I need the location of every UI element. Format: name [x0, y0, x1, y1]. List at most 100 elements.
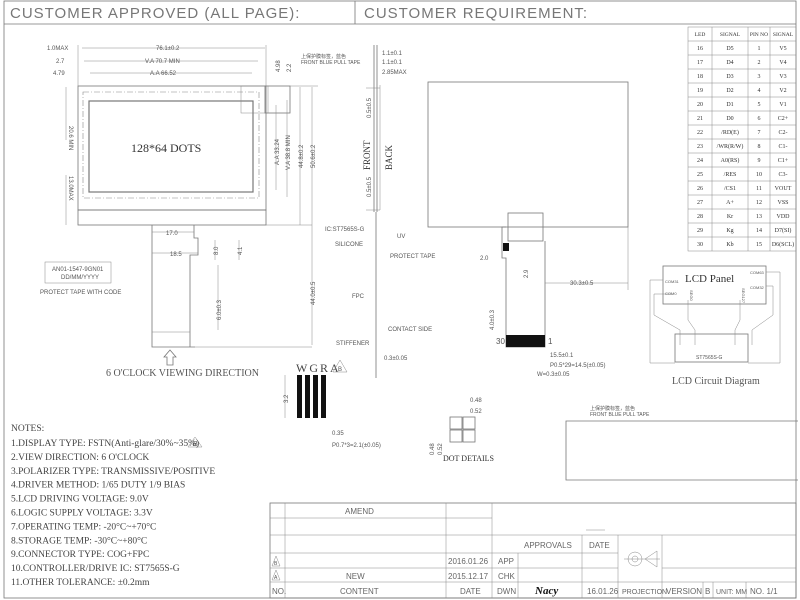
fpc-contacts: [506, 335, 545, 347]
pull-tape-view-cn: 上保护膜标签，蓝色: [590, 405, 635, 412]
dim-2-85: 2.85MAX: [382, 70, 407, 76]
note-item: 5.LCD DRIVING VOLTAGE: 9.0V: [11, 495, 149, 505]
dim-1-1b: 1.1±0.1: [382, 60, 403, 66]
note-item: 2.VIEW DIRECTION: 6 O'CLOCK: [11, 453, 149, 463]
dim-50-6: 50.6±0.2: [311, 144, 317, 168]
pin-table-cell: 24: [697, 158, 703, 164]
unit-label: UNIT: MM: [716, 589, 747, 596]
dim-30-3: 30.3±0.5: [570, 281, 594, 287]
pin-table-cell: 10: [756, 172, 762, 178]
back-label: BACK: [384, 144, 394, 170]
wgra-marking: WGRA B 3.2 0.35 P0.7*3=2.1(±0.05): [284, 359, 381, 449]
note-item: 8.STORAGE TEMP: -30°C~+80°C: [11, 535, 147, 546]
viewing-direction-arrow-icon: [163, 349, 177, 366]
pin-table-cell: /CS1: [724, 186, 736, 192]
note-item: 9.CONNECTOR TYPE: COG+FPC: [11, 550, 149, 560]
pin-table-cell: 28: [697, 214, 703, 220]
dim-2-7: 2.7: [56, 59, 65, 65]
pin-table-cell: VSS: [777, 200, 788, 206]
pin-table-cell: 22: [697, 130, 703, 136]
pin-table-cell: D1: [726, 102, 733, 108]
customer-approved-label: CUSTOMER APPROVED (ALL PAGE):: [10, 5, 300, 22]
dot-d052: 0.52: [470, 409, 482, 415]
notes-title: NOTES:: [11, 424, 44, 434]
pin-table-header: PIN NO: [750, 32, 768, 38]
seg127-label: SEG127: [741, 288, 746, 304]
dot-details: 0.48 0.52 0.48 0.52 DOT DETAILS: [430, 398, 494, 463]
rev-a-date: 2015.12.17: [448, 572, 489, 581]
pin-table-cell: C2+: [778, 116, 789, 122]
pin-table-cell: D6(SCL): [772, 241, 794, 248]
pin-table-cell: 2: [758, 60, 761, 66]
back-view: 2.0 2.9 30.3±0.5 4.0±0.3 30 1 15.5±0.1 P…: [427, 81, 629, 378]
wgra-dim-3-2: 3.2: [284, 394, 290, 403]
pin-table-cell: D5: [726, 46, 733, 52]
dim-0-5b: 0.5±0.5: [367, 176, 373, 197]
notes-rev-mark: B: [193, 441, 198, 448]
dim-aa-height: A.A 33.24: [275, 138, 281, 165]
contact-side-label: CONTACT SIDE: [388, 327, 432, 333]
pin-table-cell: D4: [726, 60, 733, 66]
pin-table-cell: 17: [697, 60, 703, 66]
lcd-panel-label: LCD Panel: [685, 273, 734, 285]
title-block: B A AMEND APPROVALS DATE 2016.01.26 NEW …: [269, 502, 797, 599]
pin-table-header: LED: [695, 32, 706, 38]
drawn-by-signature: Nacy: [534, 585, 558, 597]
circuit-caption: LCD Circuit Diagram: [672, 376, 760, 387]
pin-table-cell: /RES: [724, 172, 737, 178]
wgra-dim-0-35: 0.35: [332, 431, 344, 437]
version-label: VERSION: [666, 587, 702, 596]
note-item: 6.LOGIC SUPPLY VOLTAGE: 3.3V: [11, 509, 153, 519]
version-value: B: [705, 587, 710, 596]
dim-20-6: 20.6 MIN: [67, 126, 73, 150]
pin-table-cell: Kb: [726, 242, 733, 248]
revision-triangle-icon: [187, 436, 203, 448]
pin-table-cell: 25: [697, 172, 703, 178]
pin-table-header: SIGNAL: [720, 32, 741, 38]
pin-table-cell: 8: [758, 144, 761, 150]
pin-table-cell: A0(RS): [721, 157, 740, 164]
pull-tape-label: FRONT BLUE PULL TAPE: [301, 60, 361, 66]
note-item: 11.OTHER TOLERANCE: ±0.2mm: [11, 578, 150, 588]
pin-1-label: 1: [548, 337, 553, 346]
dim-18-5: 18.5: [170, 252, 182, 258]
rev-b-triangle-icon: [271, 555, 281, 567]
lcd-circuit-diagram: LCD Panel COM31 COM0 COM63 COM32 SEG0 SE…: [649, 265, 781, 387]
ic-hatch: [507, 212, 544, 242]
pin-table-cell: /WR(R/W): [717, 143, 744, 150]
dim-17: 17.0: [166, 231, 178, 237]
rev-a-mark: A: [274, 575, 278, 581]
pin-table-cell: 23: [697, 144, 703, 150]
protect-tape-label: PROTECT TAPE: [390, 254, 435, 260]
pin-table-cell: 21: [697, 116, 703, 122]
com32-label: COM32: [750, 285, 765, 290]
uv-label: UV: [397, 234, 405, 240]
pin-table-cell: V1: [779, 102, 786, 108]
dim-aa-width: A.A 66.52: [150, 71, 177, 77]
pin-table-cell: 5: [758, 102, 761, 108]
dim-13max: 13.0MAX: [67, 176, 73, 201]
pin-table-cell: V2: [779, 88, 786, 94]
back-outline: [427, 81, 629, 228]
pin-table-cell: 4: [758, 88, 761, 94]
drawn-date: 16.01.26: [587, 587, 619, 596]
seg0-label: SEG0: [689, 290, 694, 301]
approvals-label: APPROVALS: [524, 541, 572, 550]
dim-0-3: 0.3±0.05: [384, 356, 408, 362]
rev-b-date: 2016.01.26: [448, 557, 489, 566]
viewing-area: [82, 91, 260, 199]
silicone-label: SILICONE: [335, 242, 363, 248]
dot-d048: 0.48: [470, 398, 482, 404]
tape-code-line2: DD/MM/YYYY: [61, 275, 99, 281]
pin-table-cell: V3: [779, 74, 786, 80]
dim-va-width: V.A 70.7 MIN: [145, 59, 180, 65]
pull-tape-tab: [264, 85, 291, 114]
dim-2-9: 2.9: [524, 269, 530, 278]
revision-triangle-icon: [332, 359, 348, 373]
date-label: DATE: [460, 587, 481, 596]
pin-table-cell: 27: [697, 200, 703, 206]
rev-a-triangle-icon: [271, 569, 281, 581]
note-item: 4.DRIVER METHOD: 1/65 DUTY 1/9 BIAS: [11, 481, 185, 491]
dim-1max: 1.0MAX: [47, 46, 68, 52]
